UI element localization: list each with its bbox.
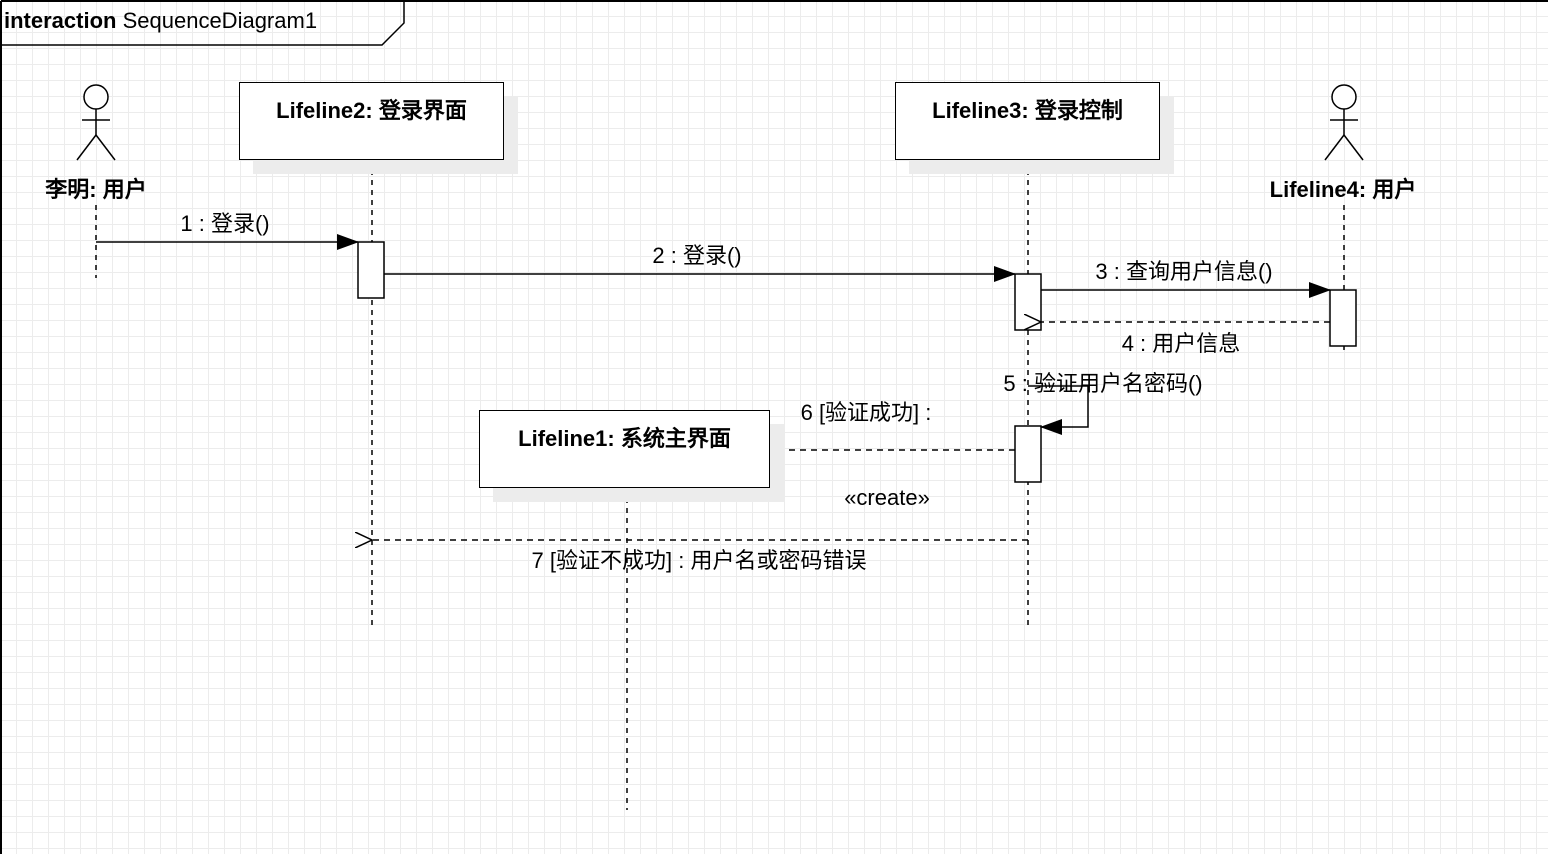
message-1-label: 1 : 登录(): [180, 211, 270, 236]
message-4-label: 4 : 用户信息: [1121, 331, 1241, 356]
actor-liming-figure[interactable]: [76, 84, 116, 161]
activation-lifeline3-a[interactable]: [1014, 273, 1042, 331]
message-5-arrow[interactable]: [1028, 385, 1089, 435]
activation-lifeline2[interactable]: [357, 241, 385, 299]
lifeline2-head[interactable]: Lifeline2: 登录界面: [239, 82, 504, 160]
message-6-stereotype: «create»: [844, 485, 930, 510]
activation-lifeline4[interactable]: [1329, 289, 1357, 347]
actor-user-figure[interactable]: [1324, 84, 1364, 161]
message-2-label: 2 : 登录(): [652, 243, 742, 268]
lifeline2-label: Lifeline2: 登录界面: [276, 98, 467, 123]
frame-name: SequenceDiagram1: [122, 8, 318, 33]
frame-label: interaction SequenceDiagram1: [4, 8, 317, 34]
actor-liming-label: 李明: 用户: [45, 177, 147, 202]
message-6-label: 6 [验证成功] :: [800, 400, 932, 425]
lifeline3-label: Lifeline3: 登录控制: [932, 98, 1123, 123]
message-3-label: 3 : 查询用户信息(): [1095, 259, 1273, 284]
message-5-label: 5 : 验证用户名密码(): [1003, 371, 1203, 396]
activation-lifeline3-b[interactable]: [1014, 425, 1042, 483]
lifeline3-head[interactable]: Lifeline3: 登录控制: [895, 82, 1160, 160]
lifeline1-head[interactable]: Lifeline1: 系统主界面: [479, 410, 770, 488]
frame-keyword: interaction: [4, 8, 117, 33]
actor-user-label: Lifeline4: 用户: [1269, 177, 1417, 202]
message-7-label: 7 [验证不成功] : 用户名或密码错误: [531, 548, 867, 573]
lifeline1-label: Lifeline1: 系统主界面: [518, 426, 731, 451]
